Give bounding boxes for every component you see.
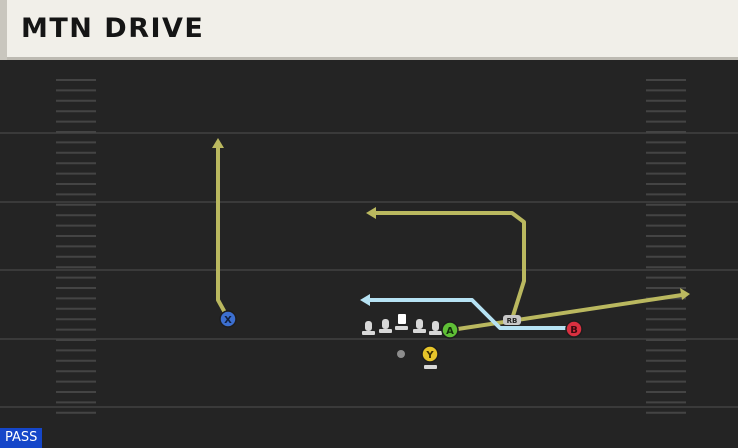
- quarterback-icon: [397, 350, 405, 358]
- play-header: MTN DRIVE: [0, 0, 738, 60]
- x-button-icon: [219, 310, 237, 328]
- lineman-icon: [379, 319, 392, 333]
- running-back-label: RB: [507, 317, 518, 325]
- route-a-drag: [450, 293, 683, 332]
- route-b-highlight: [370, 298, 574, 330]
- play-field: RB X A B Y: [0, 60, 738, 448]
- yard-lines: [0, 132, 738, 408]
- route-x-streak: [216, 146, 230, 319]
- receiver-x[interactable]: X: [219, 310, 237, 328]
- hash-marks: [56, 79, 686, 414]
- lineman-icon: [362, 321, 375, 335]
- receiver-b[interactable]: B: [565, 320, 583, 338]
- play-title: MTN DRIVE: [21, 13, 205, 44]
- route-a-arrowhead: [680, 288, 690, 300]
- lineman-icon: [429, 321, 442, 335]
- receiver-a[interactable]: A: [441, 321, 459, 339]
- lineman-icon: [413, 319, 426, 333]
- center-icon: [395, 314, 408, 330]
- a-button-icon: [441, 321, 459, 339]
- play-type-badge: PASS: [0, 428, 43, 448]
- receiver-a-label: A: [446, 326, 454, 337]
- route-x-arrowhead: [212, 138, 224, 148]
- receiver-y-label: Y: [425, 350, 434, 361]
- receiver-y[interactable]: Y: [421, 345, 439, 369]
- receiver-b-label: B: [570, 325, 578, 336]
- running-back: RB: [503, 315, 521, 325]
- route-rb-arrowhead: [366, 207, 376, 219]
- b-button-icon: [565, 320, 583, 338]
- y-button-icon: [421, 345, 439, 363]
- offensive-line: [362, 314, 442, 335]
- receiver-y-stance: [424, 365, 437, 369]
- route-rb-wheel: [376, 211, 526, 320]
- route-b-arrowhead: [360, 294, 370, 306]
- play-diagram: RB X A B Y: [0, 79, 738, 414]
- receiver-x-label: X: [224, 315, 232, 326]
